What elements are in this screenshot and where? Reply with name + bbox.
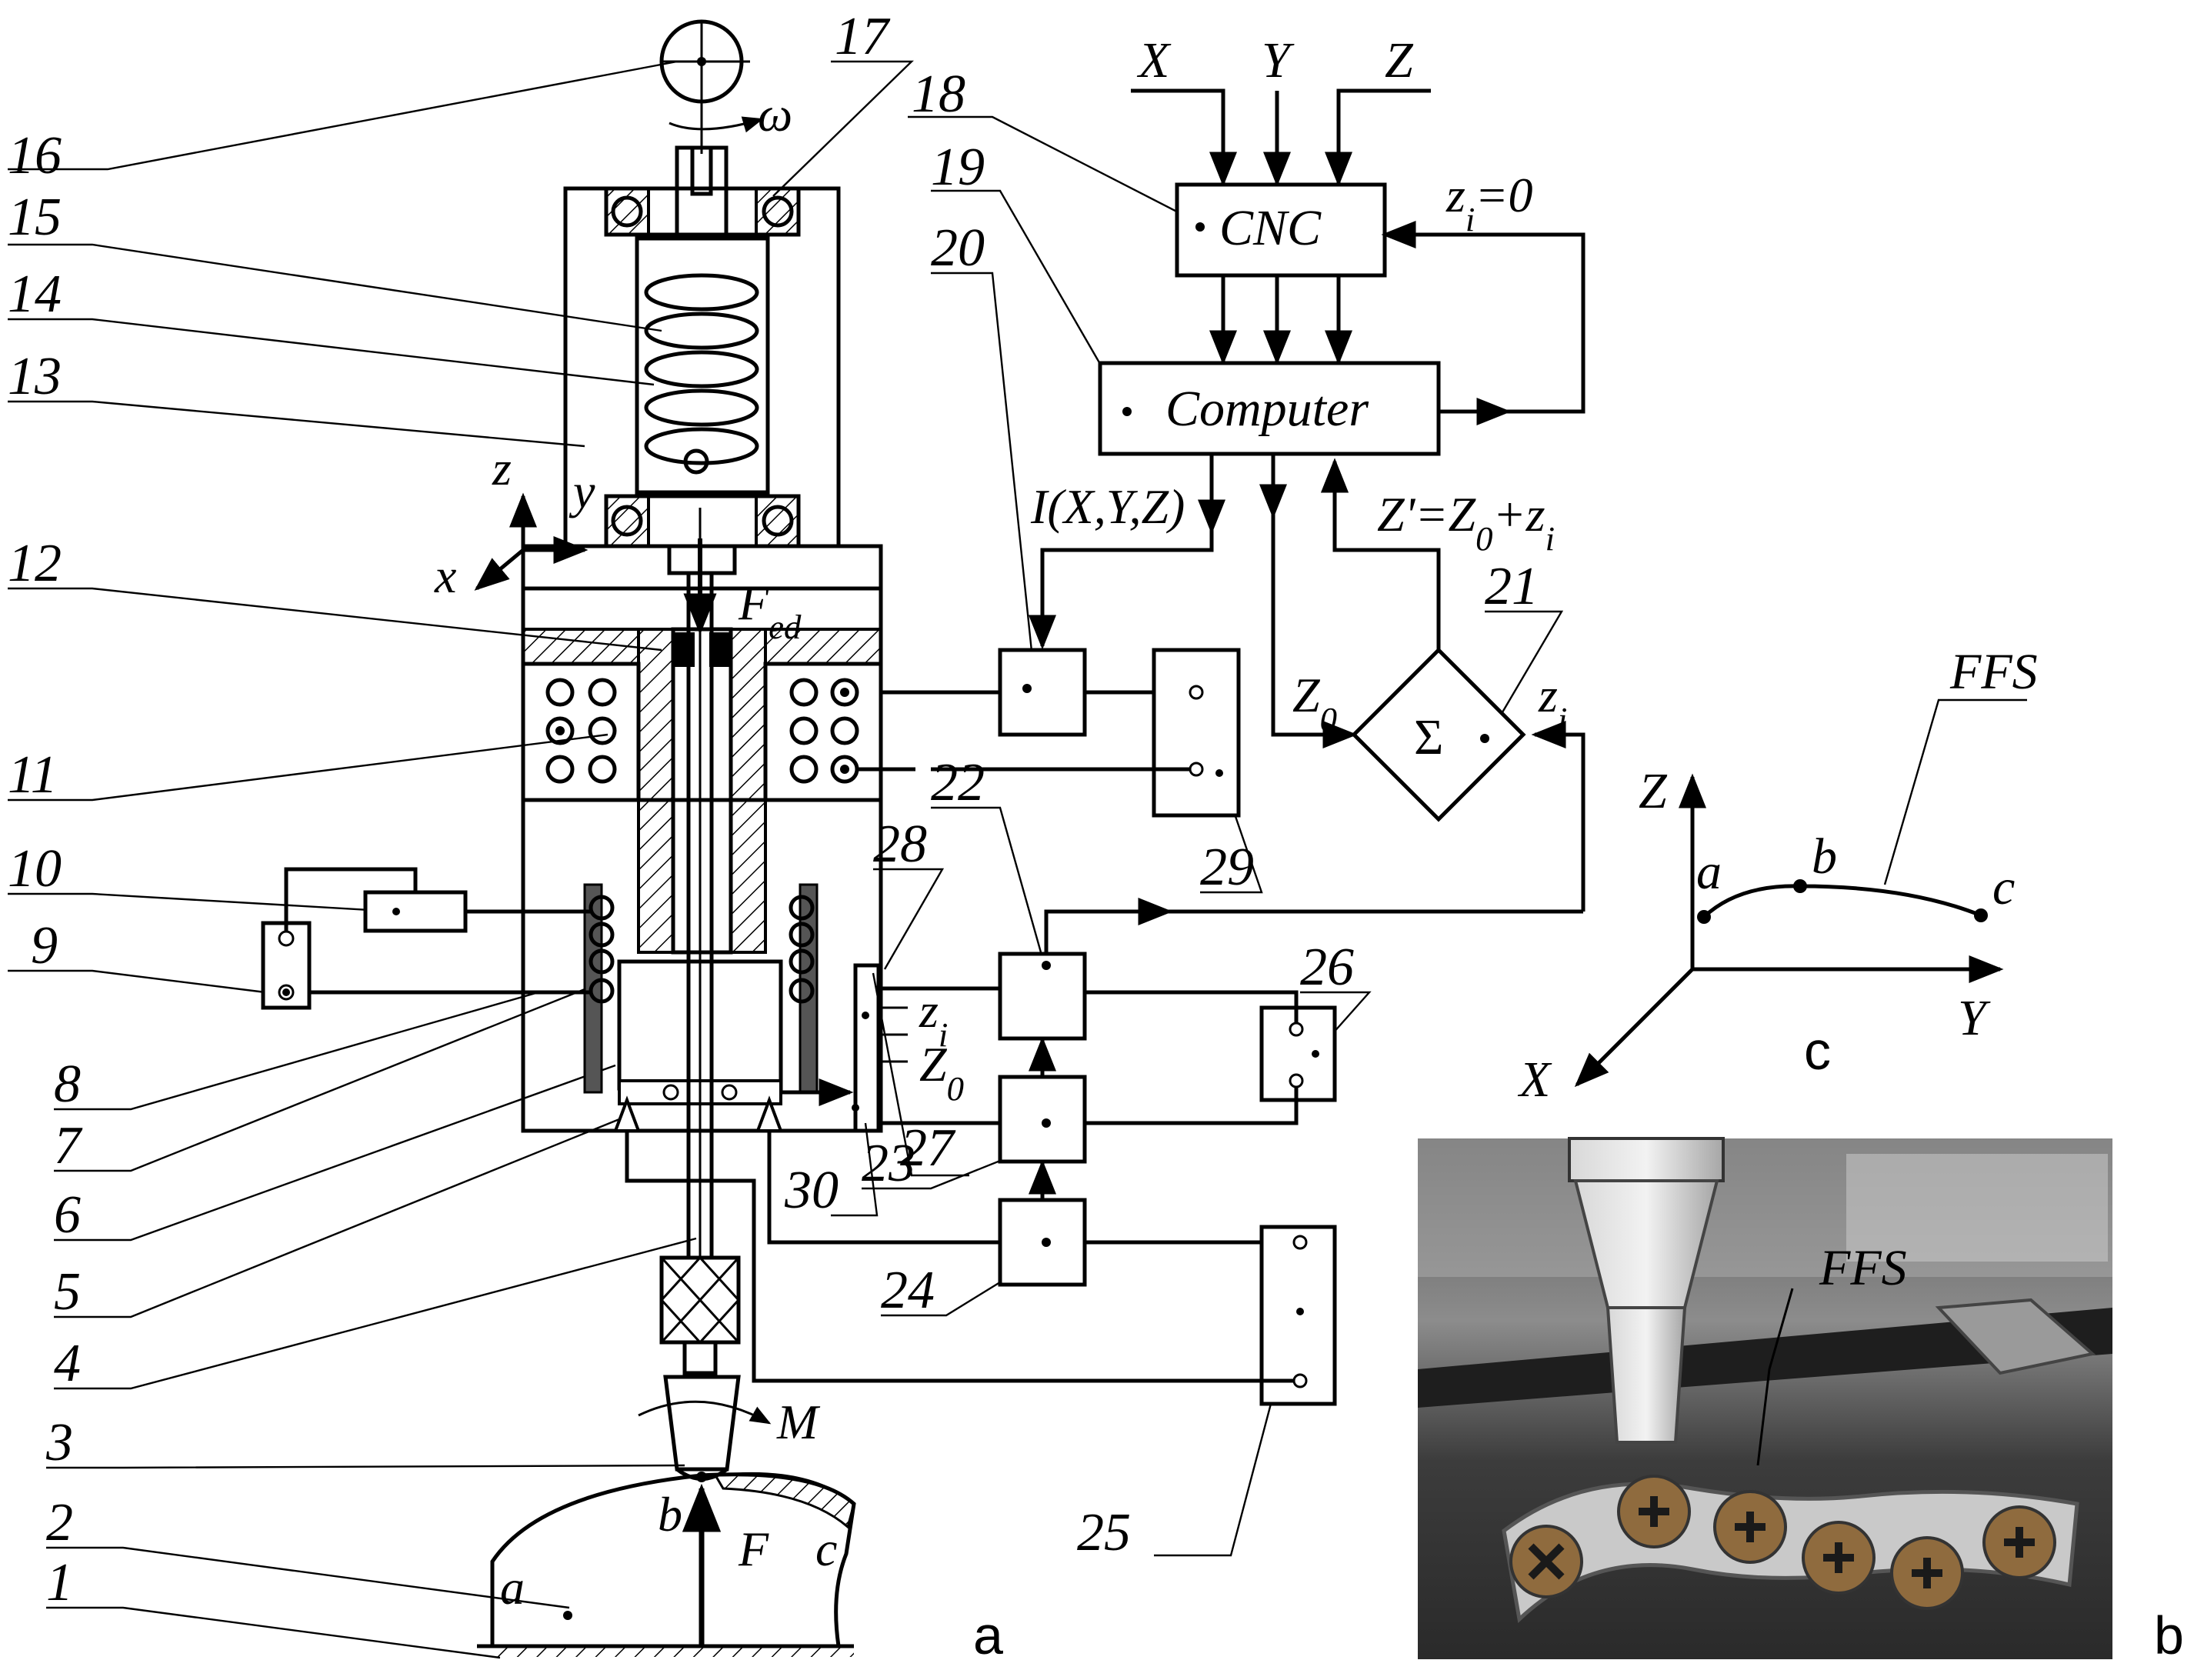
part-30: 30 xyxy=(784,1161,839,1220)
cnc-label: CNC xyxy=(1219,200,1322,256)
coil-left xyxy=(545,678,617,784)
device-body xyxy=(261,19,908,1657)
panel-b-photo xyxy=(1418,1137,2112,1659)
part-2: 2 xyxy=(46,1493,73,1552)
block-29 xyxy=(1152,648,1241,818)
control-scheme xyxy=(625,88,1585,1406)
sensor-zi-label: zi xyxy=(919,983,948,1054)
ffs-curve xyxy=(1702,884,1982,918)
panel-c-ffs: FFS xyxy=(1949,644,2038,700)
workpiece-c: c xyxy=(815,1522,837,1576)
panel-c-point-c: c xyxy=(1992,859,2015,915)
part-15: 15 xyxy=(8,188,62,247)
part-24: 24 xyxy=(881,1261,935,1320)
point-b xyxy=(1793,879,1807,893)
photo-screws xyxy=(1509,1475,2056,1610)
panel-c-label: c xyxy=(1804,1021,1831,1081)
coil-right xyxy=(789,678,859,784)
part-number-labels: 16 17 15 14 13 12 11 10 9 8 7 6 5 4 3 2 … xyxy=(8,7,1539,1612)
panel-c-axis-x: X xyxy=(1517,1052,1552,1108)
intensity-label: I(X,Y,Z) xyxy=(1030,479,1185,534)
summator-block xyxy=(1351,647,1526,822)
part-20: 20 xyxy=(931,218,985,278)
block-23 xyxy=(998,1075,1087,1164)
part-6: 6 xyxy=(54,1185,81,1245)
part-26: 26 xyxy=(1300,938,1354,997)
moment-label: M xyxy=(776,1395,821,1449)
z0-label: Z0 xyxy=(1292,668,1337,738)
computer-label: Computer xyxy=(1165,381,1369,437)
fed-label: Fed xyxy=(738,575,802,646)
part-5: 5 xyxy=(54,1262,81,1322)
part-27: 27 xyxy=(900,1118,956,1178)
panel-b-ffs: FFS xyxy=(1819,1240,1907,1296)
part-29: 29 xyxy=(1200,838,1254,897)
workpiece-b: b xyxy=(658,1487,682,1542)
part-4: 4 xyxy=(54,1334,81,1393)
sum-label: Σ xyxy=(1414,709,1443,765)
part-8: 8 xyxy=(54,1055,81,1114)
part-19: 19 xyxy=(931,138,985,197)
position-sensor xyxy=(853,963,881,1133)
part-18: 18 xyxy=(912,65,965,124)
input-x: X xyxy=(1136,32,1172,88)
part-23: 23 xyxy=(862,1134,915,1193)
axis-z-small: z xyxy=(492,441,512,495)
part-10: 10 xyxy=(8,839,62,898)
block-22 xyxy=(998,952,1087,1041)
panel-c-labels: Z Y X a b c FFS c xyxy=(1517,644,2038,1108)
part-25: 25 xyxy=(1077,1503,1131,1562)
axis-y-small: y xyxy=(569,464,595,518)
panel-a-label: a xyxy=(973,1605,1003,1665)
block-25 xyxy=(1259,1225,1337,1406)
part-28: 28 xyxy=(873,815,927,874)
axis-x-small: x xyxy=(434,548,456,603)
point-a xyxy=(1697,910,1711,924)
part-17: 17 xyxy=(835,7,891,66)
workpiece-a: a xyxy=(500,1560,525,1615)
force-label: F xyxy=(738,1522,769,1576)
part-3: 3 xyxy=(45,1413,73,1472)
panel-c-axis-y: Y xyxy=(1958,990,1991,1046)
panel-c-point-a: a xyxy=(1696,844,1722,900)
input-z: Z xyxy=(1385,32,1414,88)
part-22: 22 xyxy=(931,753,985,812)
sensor-z0-label: Z0 xyxy=(919,1037,964,1108)
spring xyxy=(644,273,759,465)
computer-block xyxy=(1098,361,1441,456)
zi-label: zi xyxy=(1538,668,1567,738)
part-12: 12 xyxy=(8,534,62,593)
burnishing-tool xyxy=(663,1375,741,1472)
panel-c-axis-z: Z xyxy=(1639,763,1668,819)
part-1: 1 xyxy=(46,1553,73,1612)
part-7: 7 xyxy=(54,1116,83,1175)
part-16: 16 xyxy=(8,126,62,185)
panel-c-coordinates xyxy=(1574,698,2027,1088)
part-9: 9 xyxy=(31,916,58,975)
signal-labels: X Y Z CNC Computer Σ zi=0 I(X,Y,Z) Z'=Z0… xyxy=(434,32,1567,1615)
point-c xyxy=(1974,908,1988,922)
block-20 xyxy=(998,648,1087,737)
z-prime-label: Z'=Z0+zi xyxy=(1377,487,1555,558)
part-21: 21 xyxy=(1485,557,1539,616)
part-13: 13 xyxy=(8,347,62,406)
part-11: 11 xyxy=(8,745,58,805)
zi-zero-label: zi=0 xyxy=(1445,168,1533,238)
block-10 xyxy=(363,890,468,933)
input-y: Y xyxy=(1262,32,1295,88)
part-14: 14 xyxy=(8,265,62,324)
omega-label: ω xyxy=(758,87,792,142)
panel-b-label: b xyxy=(2154,1605,2184,1665)
voice-coil-right xyxy=(789,895,815,1004)
cnc-block xyxy=(1175,182,1387,278)
panel-c-point-b: b xyxy=(1812,828,1837,885)
